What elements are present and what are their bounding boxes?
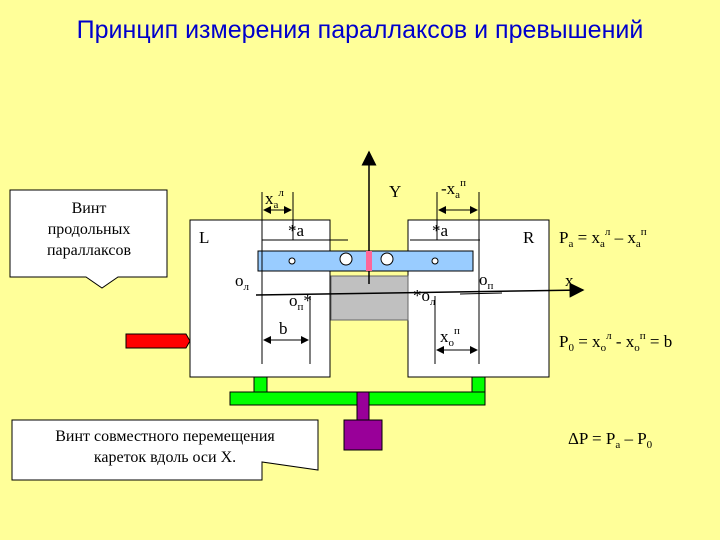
xo-right-label: xoп — [440, 325, 460, 349]
xa-left-label: xaл — [265, 187, 284, 211]
measuring-bar — [257, 250, 474, 272]
point-a-right-label: *a — [432, 221, 449, 240]
bar-hole-3 — [380, 252, 394, 266]
op-right-underline — [459, 292, 503, 295]
callout-longitudinal-screw-box — [9, 189, 168, 289]
bar-indicator — [366, 251, 372, 271]
bar-hole-4 — [431, 257, 439, 265]
point-a-left-label: *a — [288, 221, 305, 240]
x-axis-label: x — [565, 271, 574, 290]
callout-common-screw-text: Винт совместного перемещения кареток вдо… — [55, 428, 275, 466]
callout-common-screw-box — [11, 419, 319, 481]
formula-pa: Pa = xaл – xaп — [559, 226, 647, 250]
op-left-label: oп* — [289, 291, 312, 313]
screw-shaft — [356, 391, 370, 421]
x-axis-line — [255, 282, 585, 298]
page-title: Принцип измерения параллаксов и превышен… — [76, 16, 644, 44]
screw-knob — [343, 419, 383, 451]
ol-left-label: oл — [235, 271, 249, 293]
b-label: b — [279, 319, 288, 338]
op-right-label: oп — [479, 270, 494, 292]
bar-hole-1 — [288, 257, 296, 265]
formula-dp: ΔP = Pa – P0 — [568, 429, 653, 451]
left-support — [253, 376, 268, 393]
ol-right-label: *oл — [413, 286, 436, 308]
xa-right-label: -xaп — [441, 177, 466, 201]
bar-hole-2 — [339, 252, 353, 266]
callout-longitudinal-screw-text: Винт продольных параллаксов — [46, 200, 131, 259]
red-screw-arrow — [125, 333, 191, 349]
right-support — [471, 376, 486, 393]
left-plate-label: L — [199, 228, 210, 247]
formula-p0: P0 = xoл - xoп = b — [559, 330, 673, 354]
y-axis-label: Y — [389, 182, 402, 201]
right-plate-label: R — [523, 228, 535, 247]
